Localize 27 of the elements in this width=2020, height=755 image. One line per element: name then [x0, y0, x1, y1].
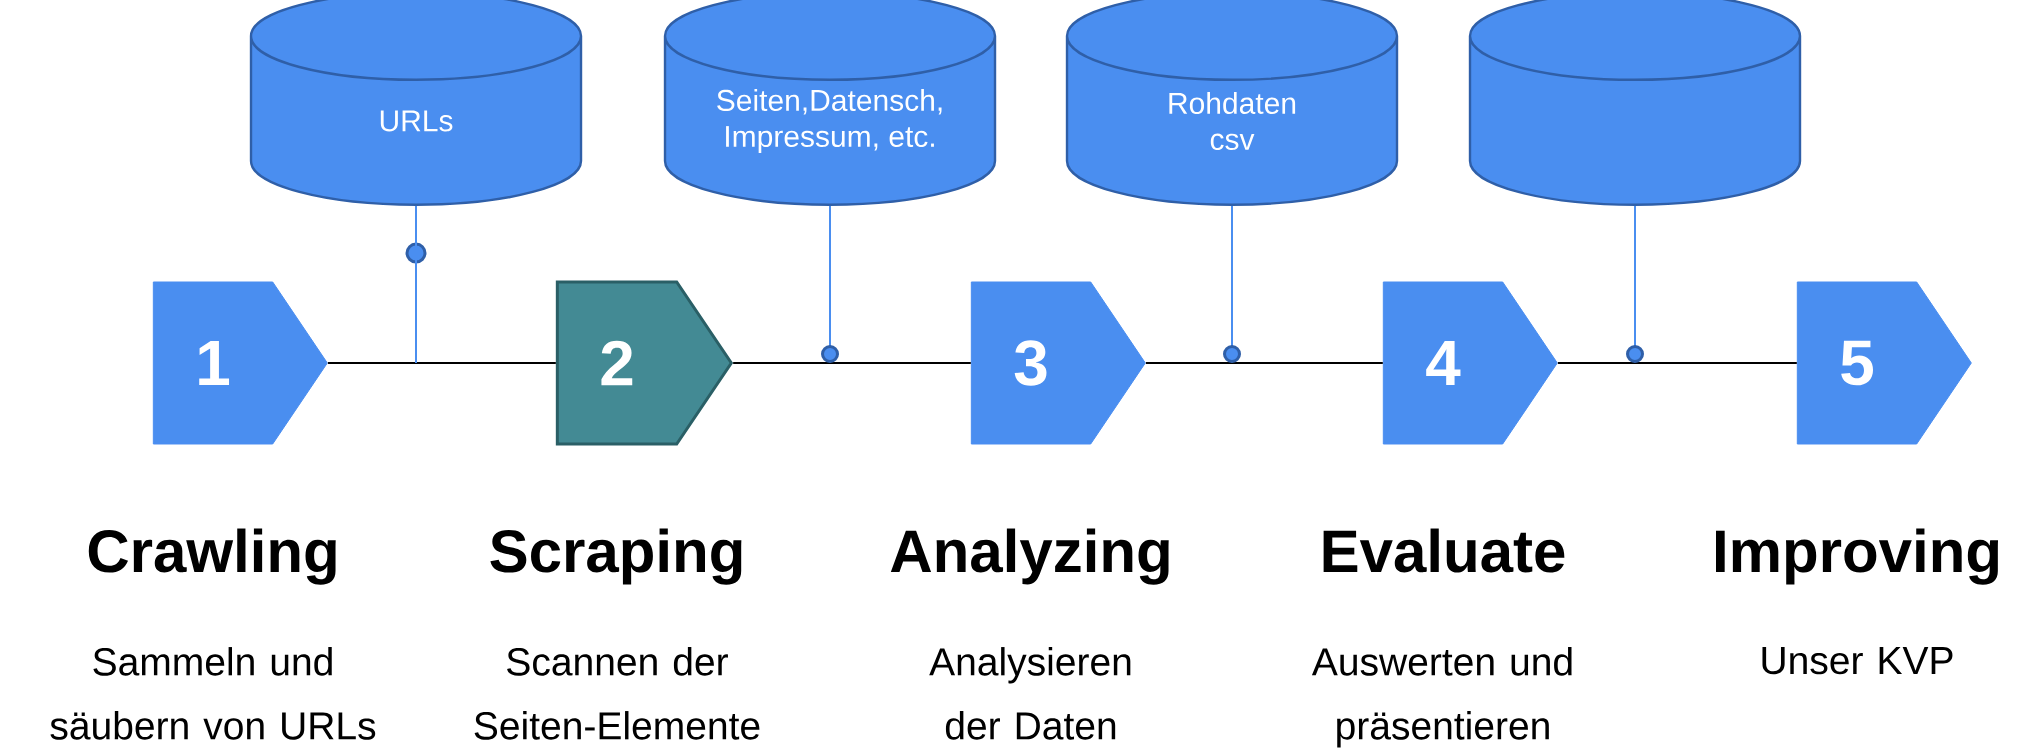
connector-line [1556, 362, 1798, 364]
connector-line [326, 362, 557, 364]
step-chevron: 1 [152, 281, 328, 445]
step-description: Sammeln und säubern von URLs [50, 647, 376, 740]
database-cylinder: URLs [249, 0, 583, 206]
database-cylinder [1468, 0, 1802, 206]
step-chevron: 3 [970, 281, 1146, 445]
database-cylinder: Seiten,Datensch, Impressum, etc. [663, 0, 997, 206]
step-heading: Scraping [490, 528, 742, 585]
step-description: Analysieren der Daten [929, 647, 1131, 740]
connector-line [415, 204, 417, 364]
connector-dot-line [1626, 204, 1644, 363]
step-heading: Improving [1716, 528, 1999, 585]
step-description: Auswerten und präsentieren [1311, 647, 1572, 748]
step-chevron: 5 [1796, 281, 1972, 445]
step-description: Unser KVP [1762, 647, 1953, 675]
step-description: Scannen der Seiten-Elemente [474, 647, 760, 740]
connector-dot-line [1223, 204, 1241, 363]
connector-dot-line [821, 204, 839, 363]
step-heading: Crawling [88, 528, 336, 585]
connector-line [1144, 362, 1384, 364]
step-heading: Evaluate [1323, 528, 1565, 573]
database-cylinder: Rohdaten csv [1065, 0, 1399, 206]
step-chevron: 2 [555, 280, 734, 446]
step-heading: Analyzing [890, 528, 1169, 585]
step-chevron: 4 [1382, 281, 1558, 445]
connector-line [732, 362, 972, 364]
